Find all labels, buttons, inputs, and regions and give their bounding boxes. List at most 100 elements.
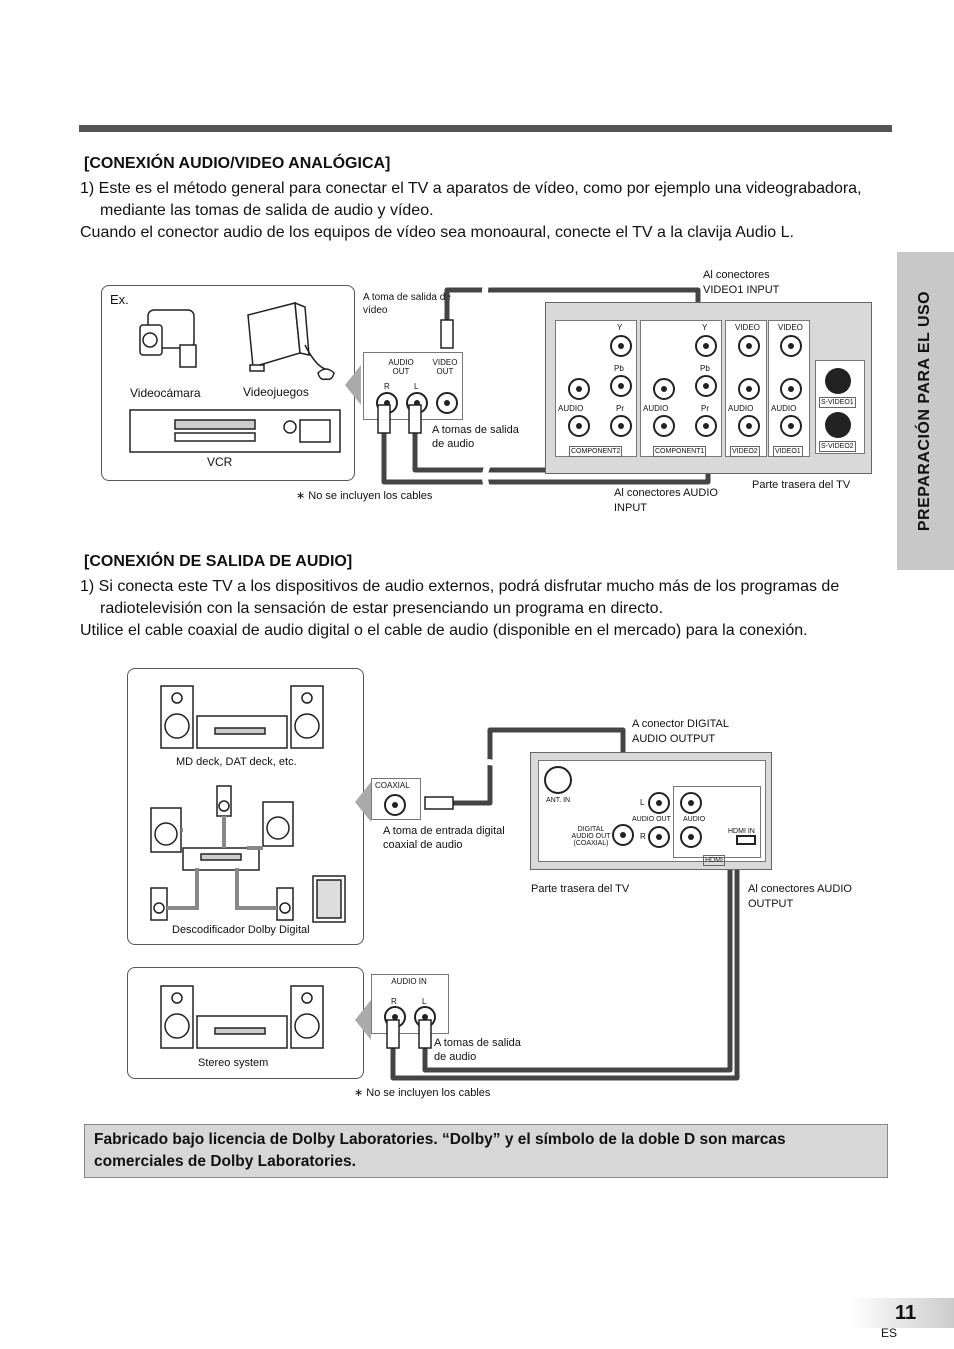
video-label-v1: VIDEO [778,323,803,332]
side-tab-label: PREPARACIÓN PARA EL USO [916,290,934,532]
dolby-decoder-label: Descodificador Dolby Digital [172,924,310,936]
video-out-label: VIDEO OUT [432,358,458,376]
al-video1-label: Al conectores VIDEO1 INPUT [703,269,780,296]
svideo1-label: S-VIDEO1 [819,397,856,408]
section2-heading: [CONEXIÓN DE SALIDA DE AUDIO] [84,553,353,570]
audio-l-jack-c1 [653,378,675,400]
r-label-out: R [640,832,646,841]
hdmi-audio-l-jack [680,792,702,814]
pr-jack-c2 [610,415,632,437]
ex-label: Ex. [110,292,129,307]
svideo2-jack [825,412,851,438]
section1-line3: Cuando el conector audio de los equipos … [80,224,794,241]
r-label: R [384,382,390,391]
al-audio-input-label: Al conectores AUDIO INPUT [614,487,718,514]
section2-line2: radiotelevisión con la sensación de esta… [100,600,664,617]
stereo-label: Stereo system [198,1057,269,1069]
video-out-jack [436,392,458,414]
audio-in-panel [371,974,449,1034]
section2-line3: Utilice el cable coaxial de audio digita… [80,622,808,639]
devices-illustration [129,301,341,453]
notice-text: Fabricado bajo licencia de Dolby Laborat… [94,1131,786,1170]
md-deck-label: MD deck, DAT deck, etc. [176,756,297,768]
pb-jack-c1 [695,375,717,397]
audio-label-v1: AUDIO [771,404,797,413]
l-label-in: L [422,997,427,1006]
pb-jack-c2 [610,375,632,397]
parte-trasera-label-2: Parte trasera del TV [531,883,630,895]
y-jack-c2 [610,335,632,357]
page-number-bar [850,1298,954,1328]
page-number: 11 [895,1302,917,1324]
hdmi-audio-label: AUDIO [683,816,706,823]
audio-l-jack-v2 [738,378,760,400]
component2-label: COMPONENT2 [569,446,623,457]
audio-in-label: AUDIO IN [391,977,427,986]
audio-r-jack-c2 [568,415,590,437]
al-audio-output-label: Al conectores AUDIO OUTPUT [748,883,852,910]
hdmi-in-label: HDMI IN [728,828,755,835]
audio-l-jack-v1 [780,378,802,400]
audio-r-jack-v2 [738,415,760,437]
videocamara-label: Videocámara [130,386,201,400]
hdmi-label: HDMI [703,855,725,866]
digital-audio-out-label: DIGITAL AUDIO OUT (COAXIAL) [571,826,611,847]
l-label: L [414,382,419,391]
audio-label-c2: AUDIO [558,404,584,413]
section1-heading: [CONEXIÓN AUDIO/VIDEO ANALÓGICA] [84,155,391,172]
tomas-audio-label-2: A tomas de salida de audio [434,1037,521,1063]
no-cables-note-1: ∗ No se incluyen los cables [296,489,432,504]
r-label-in: R [391,997,397,1006]
video1-label: VIDEO1 [773,446,803,457]
video-label-v2: VIDEO [735,323,760,332]
audio-label-c1: AUDIO [643,404,669,413]
coaxial-label: COAXIAL [375,781,410,790]
asterisk-2: ∗ [354,1087,364,1099]
audio-out-label: AUDIO OUT [632,816,671,823]
side-tab [897,252,954,570]
audio-out-r-jack [648,826,670,848]
audio-label-v2: AUDIO [728,404,754,413]
section2-line1: 1) Si conecta este TV a los dispositivos… [80,578,840,595]
hdmi-port [736,835,756,845]
cables-2 [386,727,740,1081]
pr-label-c2: Pr [616,404,624,413]
y-label-c2: Y [617,323,623,332]
audio-out-label: AUDIO OUT [388,358,414,376]
svideo2-label: S-VIDEO2 [819,441,856,452]
video-jack-v2 [738,335,760,357]
videojuegos-label: Videojuegos [243,385,309,399]
section1-line2: mediante las tomas de salida de audio y … [100,202,434,219]
pb-label-c2: Pb [614,364,624,373]
pb-label-c1: Pb [700,364,710,373]
audio-r-jack-c1 [653,415,675,437]
audio-out-l-jack [648,792,670,814]
a-conector-digital-label: A conector DIGITAL AUDIO OUTPUT [632,718,729,745]
hdmi-audio-r-jack [680,826,702,848]
coaxial-jack [384,794,406,816]
component1-label: COMPONENT1 [653,446,707,457]
ant-in-label: ANT. IN [546,797,571,804]
l-label-out: L [640,798,645,807]
no-cables-text-2: No se incluyen los cables [366,1087,491,1099]
vcr-label: VCR [207,455,233,469]
pointer-arrow-1 [345,365,361,405]
no-cables-note-2: ∗ No se incluyen los cables [354,1086,490,1101]
audio-l-jack-c2 [568,378,590,400]
top-rule [79,125,892,132]
svideo1-jack [825,368,851,394]
pr-jack-c1 [695,415,717,437]
tomas-audio-label: A tomas de salida de audio [432,424,519,450]
y-label-c1: Y [702,323,708,332]
y-jack-c1 [695,335,717,357]
parte-trasera-label-1: Parte trasera del TV [752,479,851,491]
dolby-license-notice: Fabricado bajo licencia de Dolby Laborat… [84,1124,888,1178]
no-cables-text-1: No se incluyen los cables [308,490,433,502]
video-jack-v1 [780,335,802,357]
section1-line1: 1) Este es el método general para conect… [80,180,862,197]
pointer-arrow-3 [355,1000,371,1040]
digital-out-jack [612,824,634,846]
video2-label: VIDEO2 [730,446,760,457]
ant-in-jack [544,766,572,794]
audio-devices-illustration [150,685,346,1049]
